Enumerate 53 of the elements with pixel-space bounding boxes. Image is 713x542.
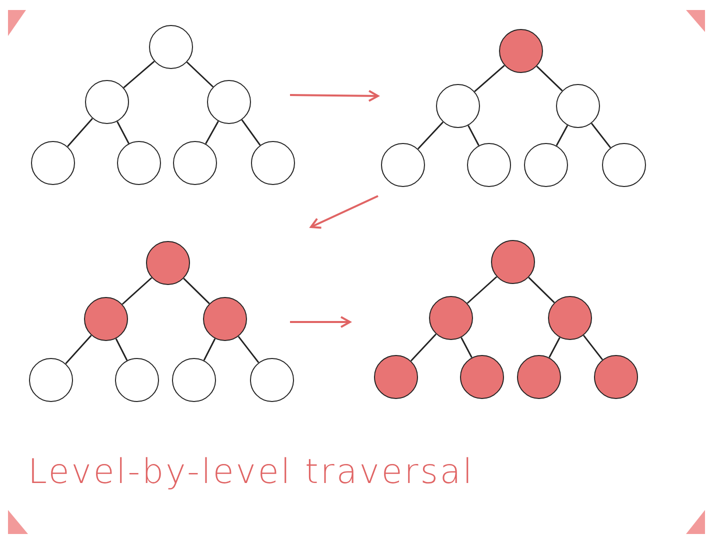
tree-edge — [238, 336, 260, 364]
tree-node-circle — [85, 80, 129, 124]
tree-edge — [466, 276, 498, 304]
tree-node-circle — [556, 84, 600, 128]
tree-edge — [468, 125, 480, 146]
tree-node-circle — [250, 358, 294, 402]
tree-edge — [410, 334, 437, 362]
tree-edge — [116, 121, 130, 144]
tree-node-circle — [374, 355, 418, 399]
tree-node-circle — [436, 84, 480, 128]
tree-edge — [186, 62, 214, 88]
tree-node-circle — [173, 141, 217, 185]
tree-node-circle — [172, 358, 216, 402]
tree-edge — [115, 338, 128, 361]
tree-edge — [548, 337, 560, 358]
tree-node-circle — [31, 141, 75, 185]
tree-edge — [590, 122, 612, 148]
tree-edge — [67, 118, 93, 148]
tree-edge — [474, 64, 505, 92]
tree-edge — [123, 60, 155, 88]
tree-node-circle — [146, 241, 190, 285]
tree-node-circle — [207, 80, 251, 124]
tree-edge — [205, 120, 219, 144]
diagram-title: Level-by-level traversal — [28, 452, 474, 492]
tree-node-circle — [429, 296, 473, 340]
tree-node-circle — [517, 355, 561, 399]
tree-edge — [556, 124, 568, 146]
tree-edge — [528, 276, 555, 304]
tree-node-circle — [149, 25, 193, 69]
tree-edge — [536, 66, 563, 92]
tree-node-circle — [381, 143, 425, 187]
tree-node-circle — [251, 141, 295, 185]
tree-edge — [417, 122, 444, 150]
tree-node-circle — [84, 297, 128, 341]
tree-node-circle — [203, 297, 247, 341]
tree-node-circle — [499, 29, 543, 73]
tree-node-circle — [467, 143, 511, 187]
tree-node-circle — [491, 240, 535, 284]
tree-edge — [241, 119, 261, 146]
tree-node-circle — [115, 358, 159, 402]
tree-edge — [582, 334, 604, 360]
tree-node-circle — [602, 143, 646, 187]
tree-node-circle — [29, 358, 73, 402]
tree-edge — [203, 338, 216, 361]
tree-node-circle — [524, 143, 568, 187]
tree-node-circle — [460, 355, 504, 399]
tree-node-circle — [117, 141, 161, 185]
tree-node-circle — [548, 296, 592, 340]
tree-edge — [460, 337, 472, 358]
tree-edge — [183, 278, 210, 304]
tree-edge — [65, 334, 92, 364]
tree-node-circle — [594, 355, 638, 399]
tree-edge — [122, 277, 152, 305]
